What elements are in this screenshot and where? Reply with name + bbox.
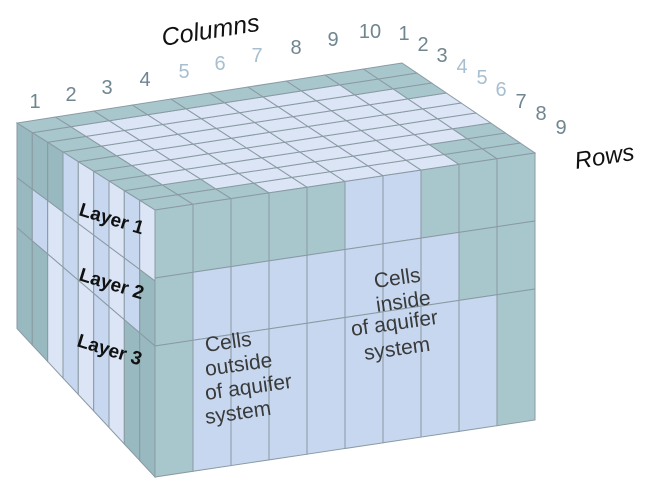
front-cell xyxy=(268,254,308,330)
side-cell xyxy=(31,239,49,363)
front-cell xyxy=(306,316,346,455)
front-cell xyxy=(192,266,232,341)
front-cell xyxy=(268,186,308,262)
row-number: 6 xyxy=(495,79,506,101)
front-cell xyxy=(458,294,498,432)
column-number: 9 xyxy=(327,29,338,51)
front-cell xyxy=(458,158,498,233)
column-number: 4 xyxy=(139,69,150,91)
row-number: 7 xyxy=(515,91,526,113)
row-number: 9 xyxy=(555,117,566,139)
front-cell xyxy=(154,339,194,478)
side-cell xyxy=(123,318,141,462)
front-cell xyxy=(496,220,536,296)
side-cell xyxy=(62,151,79,225)
side-cell xyxy=(139,199,156,283)
front-cell xyxy=(306,180,346,256)
column-number: 2 xyxy=(65,84,76,106)
row-number: 8 xyxy=(535,103,546,125)
front-cell xyxy=(306,248,346,324)
top-cell xyxy=(362,62,419,80)
front-cell xyxy=(458,226,498,301)
row-number: 1 xyxy=(398,23,409,45)
front-cell xyxy=(420,163,460,239)
side-cell xyxy=(62,266,79,396)
front-cell xyxy=(192,198,232,273)
column-number: 5 xyxy=(178,61,189,83)
side-cell xyxy=(47,141,64,214)
rows-heading: Rows xyxy=(573,139,637,175)
front-cell xyxy=(154,271,194,347)
side-cell xyxy=(47,252,64,380)
column-number: 7 xyxy=(251,45,262,67)
side-cell xyxy=(108,305,125,446)
front-cell xyxy=(230,192,270,268)
front-cell xyxy=(344,175,384,251)
front-cell xyxy=(496,288,536,427)
column-number: 10 xyxy=(359,21,381,43)
side-cell xyxy=(139,331,156,479)
front-cell xyxy=(154,203,194,279)
column-number: 1 xyxy=(29,91,40,113)
column-number: 6 xyxy=(214,53,225,75)
front-cell xyxy=(496,152,536,228)
column-number: 8 xyxy=(290,37,301,59)
row-number: 4 xyxy=(456,56,467,78)
column-number: 3 xyxy=(101,77,112,99)
side-cell xyxy=(16,226,33,347)
row-number: 5 xyxy=(476,67,487,89)
row-number: 3 xyxy=(436,45,447,67)
columns-heading: Columns xyxy=(160,9,262,52)
front-cell xyxy=(230,260,270,336)
front-cell xyxy=(382,169,422,245)
row-number: 2 xyxy=(417,34,428,56)
